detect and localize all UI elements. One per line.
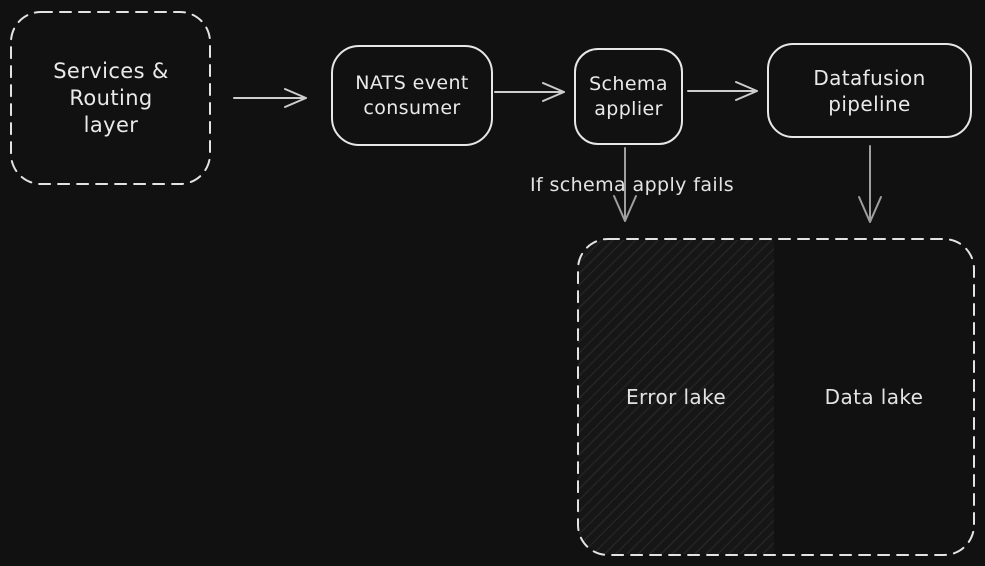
horizontal-arrows-group [233,81,758,108]
arrow-nats-to-schema [494,82,565,102]
node-schema-applier: Schema applier [574,48,683,145]
error-lake-label: Error lake [578,240,774,554]
vertical-arrows-group [613,145,882,223]
node-services-routing-layer-label: Services & Routing layer [11,12,211,185]
node-label-line: applier [594,97,663,120]
lake-label-text: Error lake [625,385,727,409]
node-label-line: layer [83,113,139,138]
arrow-datafusion-to-data-lake [858,145,882,223]
dashed-shapes-group [10,11,975,556]
arrow-schema-to-error-lake [613,147,637,222]
lake-label-text: Data lake [824,385,924,409]
lake-container-box [577,238,975,556]
node-label-line: Datafusion pipeline [813,65,926,116]
node-label-line: Services & Routing [53,58,169,110]
node-label-line: consumer [363,96,461,119]
node-label-line: NATS event [355,71,469,94]
arrow-services-to-nats [233,88,307,108]
edge-label-schema-fail: If schema apply fails [512,170,752,200]
edge-label-text: If schema apply fails [529,173,735,196]
node-label-line: Schema [589,72,668,95]
data-lake-label: Data lake [774,240,974,554]
error-lake-hatch-region [578,240,774,554]
arrow-schema-to-datafusion [687,81,758,101]
node-datafusion-pipeline: Datafusion pipeline [767,43,972,138]
node-nats-event-consumer: NATS event consumer [331,45,493,146]
